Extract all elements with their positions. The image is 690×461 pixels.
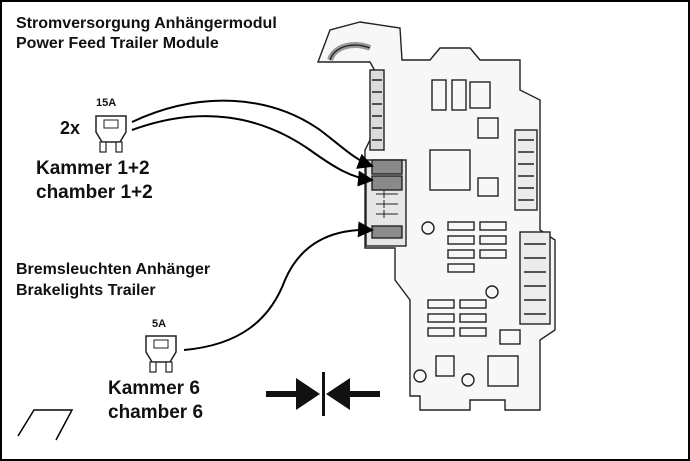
- title-line-2: Power Feed Trailer Module: [16, 35, 219, 52]
- title-line-1: Stromversorgung Anhängermodul: [16, 15, 277, 32]
- fuse-top-rating: 15A: [96, 97, 116, 109]
- fuse-icon: 5A: [145, 318, 177, 373]
- fuse-icon: 15A: [95, 97, 127, 153]
- insert-arrows-icon: [266, 372, 380, 416]
- wire-line-brake: [183, 221, 374, 351]
- chamber-6-en: chamber 6: [108, 402, 203, 423]
- chamber-1-2-de: Kammer 1+2: [36, 158, 150, 179]
- brakelights-line-2: Brakelights Trailer: [16, 282, 156, 299]
- fuse-bottom-rating: 5A: [152, 318, 166, 330]
- brakelights-line-1: Bremsleuchten Anhänger: [16, 261, 210, 278]
- wire-lines: [131, 99, 374, 187]
- fuse-top-quantity: 2x: [60, 118, 80, 138]
- chamber-1-2-en: chamber 1+2: [36, 182, 153, 203]
- module-icon: [316, 21, 556, 411]
- chamber-6-de: Kammer 6: [108, 378, 200, 399]
- cut-corner-icon: [17, 409, 74, 441]
